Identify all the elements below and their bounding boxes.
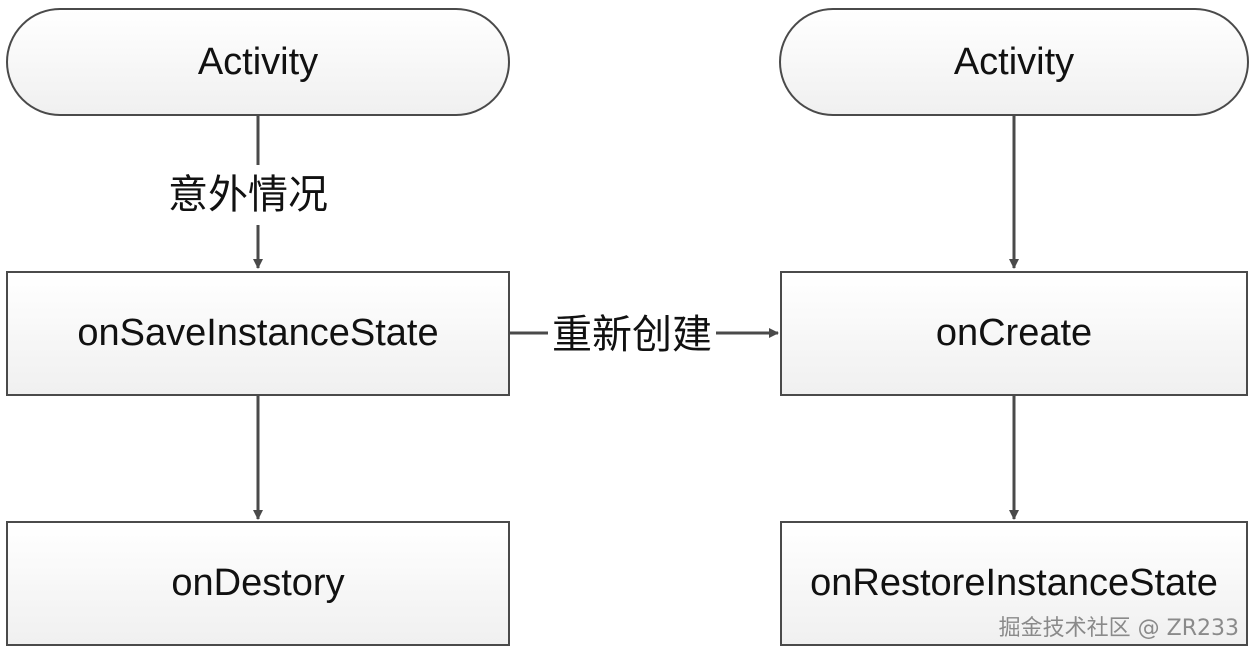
unexpected-situation-label: 意外情况: [164, 175, 332, 215]
recreate-label: 重新创建: [548, 315, 716, 355]
on-create-node: onCreate: [780, 271, 1248, 396]
activity-start-node-right: Activity: [779, 8, 1249, 116]
on-destory-node: onDestory: [6, 521, 510, 646]
watermark: 掘金技术社区 @ ZR233: [998, 616, 1239, 641]
on-restore-instance-state-node: onRestoreInstanceState: [780, 521, 1248, 646]
activity-start-node-left: Activity: [6, 8, 510, 116]
on-save-instance-state-node: onSaveInstanceState: [6, 271, 510, 396]
